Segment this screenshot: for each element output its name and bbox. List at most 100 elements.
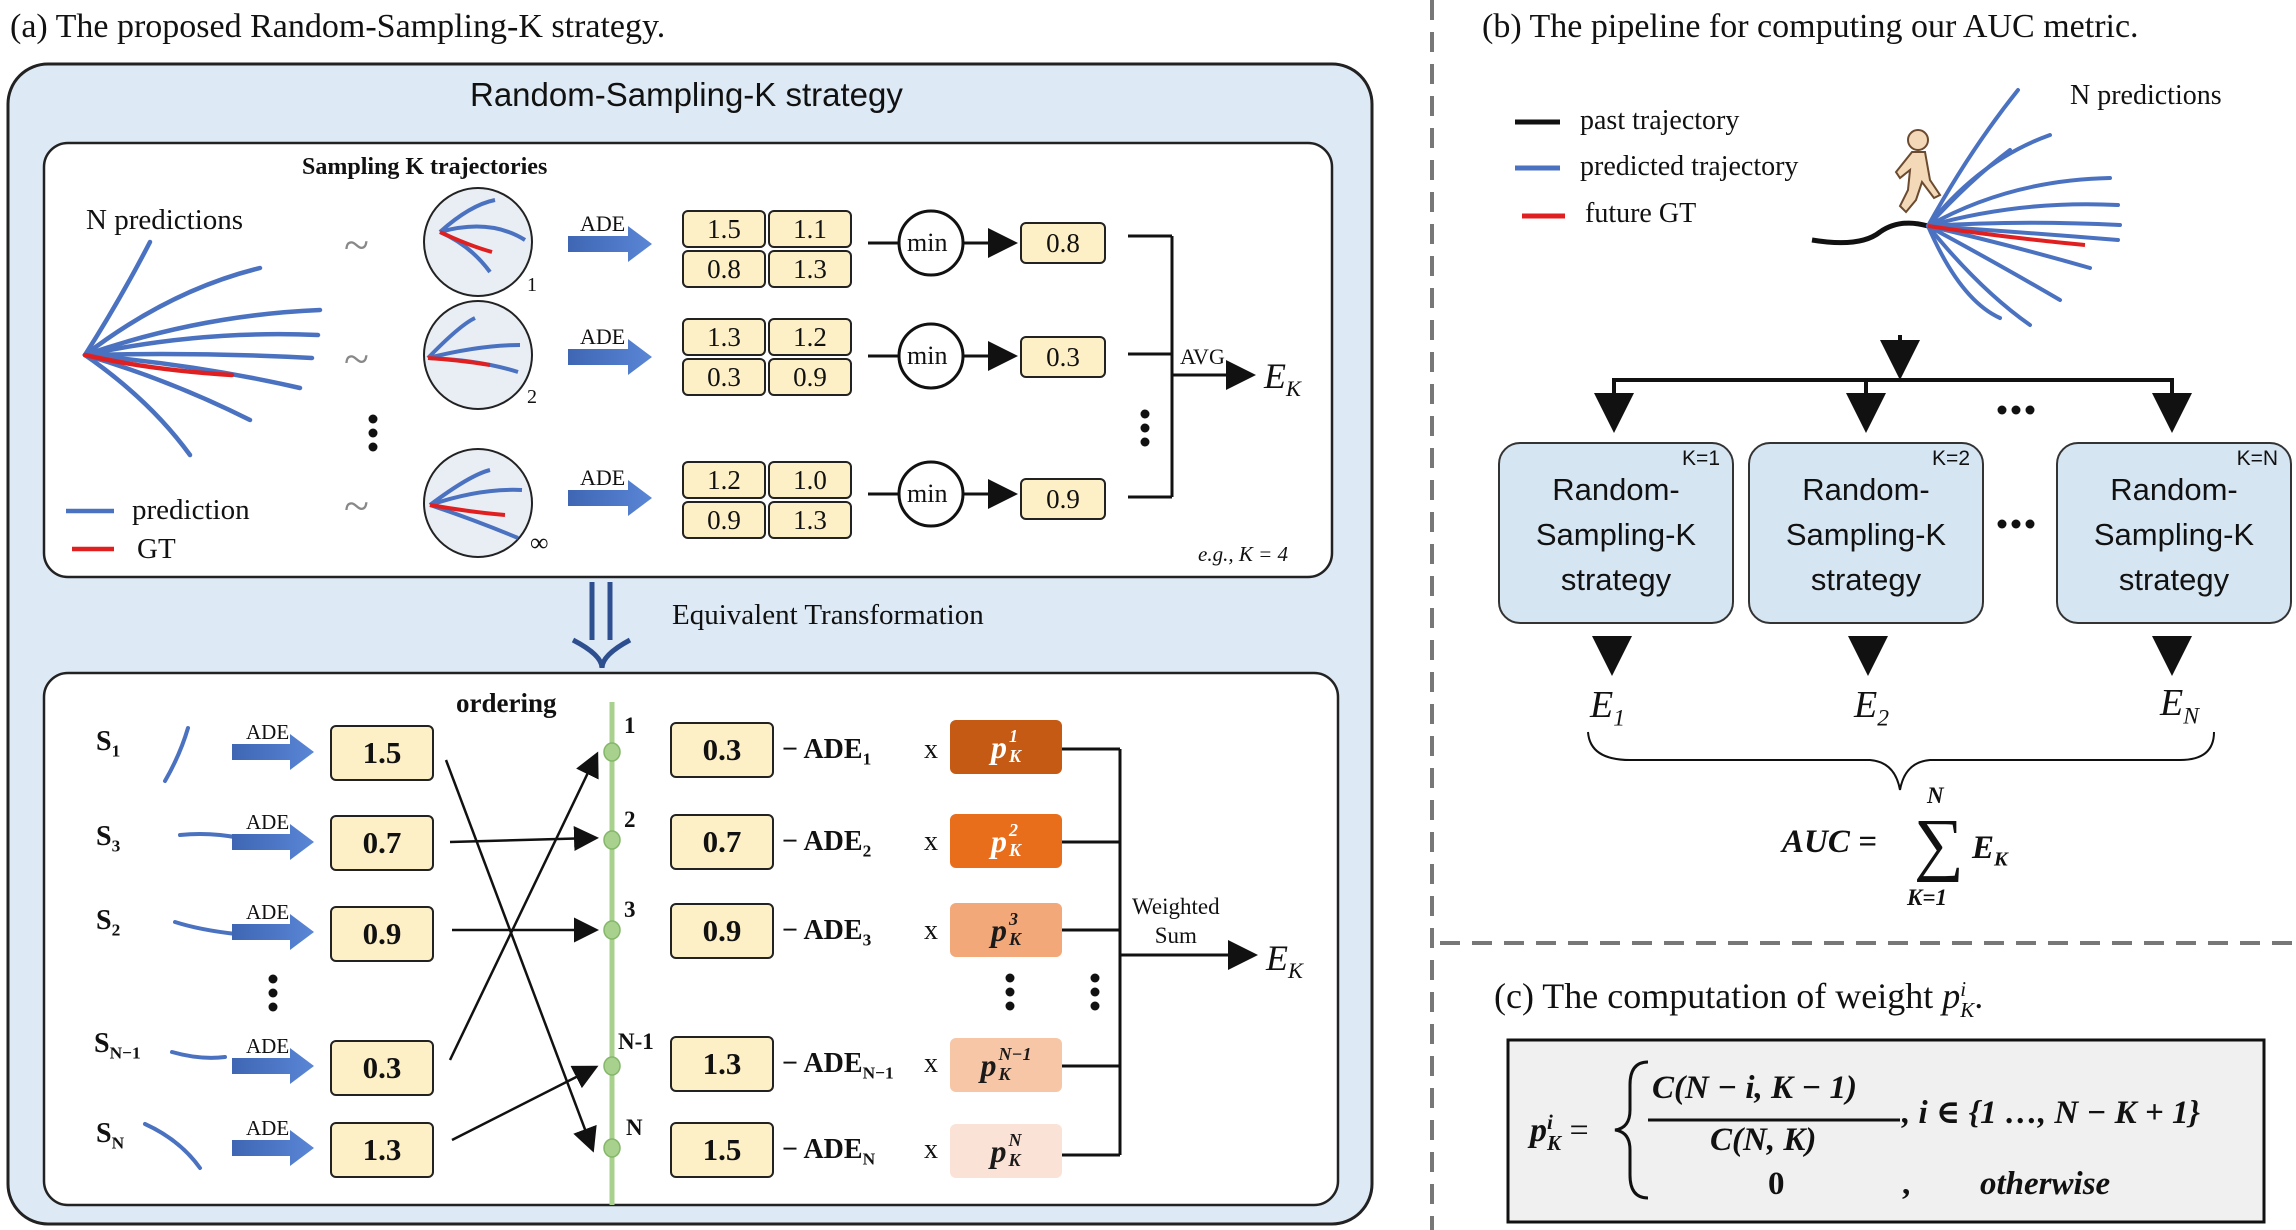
rsk-box-2: K=2 Random- Sampling-K strategy	[1748, 442, 1984, 624]
min-value-box-1: 0.8	[1020, 222, 1106, 264]
ellipsis-dots-bottom	[268, 973, 1100, 1012]
ade-arrows-bottom	[232, 734, 314, 1166]
ade-rank-label-n: − ADEN	[782, 1134, 876, 1169]
order-index: N	[626, 1115, 643, 1140]
ellipsis-dots-top	[368, 409, 1150, 452]
order-index: N-1	[618, 1029, 654, 1054]
tilde-2: ~	[344, 333, 369, 384]
grid-cell: 1.5	[682, 210, 766, 248]
avg-label: AVG	[1180, 344, 1225, 369]
ade-rank-label-2: − ADE2	[782, 826, 872, 861]
e-n: EN	[2160, 682, 2199, 730]
grid-cell: 1.3	[768, 501, 852, 539]
ade-label-b5: ADE	[246, 1116, 290, 1140]
tilde-3: ~	[344, 480, 369, 531]
caption-a: (a) The proposed Random-Sampling-K strat…	[10, 8, 666, 45]
ellipsis-dots-b	[1997, 405, 2035, 529]
formula-denominator: C(N, K)	[1710, 1122, 1817, 1158]
formula-zero: 0	[1768, 1166, 1785, 1202]
legend-past-label: past trajectory	[1580, 105, 1740, 136]
circle-index-2: 2	[527, 386, 537, 408]
grid-cell: 0.8	[682, 250, 766, 288]
sorted-value-box: 0.3	[670, 722, 774, 778]
ade-label-top-3: ADE	[580, 465, 626, 490]
grid-cell: 1.2	[682, 461, 766, 499]
ade-label-top-1: ADE	[580, 211, 626, 236]
sample-label-1: S1	[96, 726, 121, 761]
min-label-3: min	[907, 479, 948, 508]
sample-circle-2	[423, 300, 533, 410]
formula-otherwise: otherwise	[1980, 1166, 2111, 1202]
sum-symbol: ∑	[1914, 806, 1964, 883]
legend-predicted-label: predicted trajectory	[1580, 151, 1799, 182]
grid-cell: 1.3	[682, 318, 766, 356]
sample-circle-1	[423, 187, 533, 297]
grid-cell: 0.9	[768, 358, 852, 396]
cases-brace	[1614, 1060, 1649, 1200]
min-circle-3	[897, 460, 965, 528]
circle-index-inf: ∞	[530, 528, 549, 557]
sum-lower: K=1	[1907, 885, 1947, 910]
formula-numerator: C(N − i, K − 1)	[1652, 1070, 1857, 1106]
min-circle-1	[897, 209, 965, 277]
grid-cell: 1.3	[768, 250, 852, 288]
ordering-label: ordering	[456, 688, 557, 718]
formula-condition: , i ∈ {1 …, N − K + 1}	[1902, 1095, 2200, 1131]
outer-box-title: Random-Sampling-K strategy	[470, 76, 903, 113]
transform-label: Equivalent Transformation	[672, 599, 984, 631]
ade-rank-label-n-1: − ADEN−1	[782, 1048, 894, 1083]
e-2: E2	[1854, 684, 1889, 732]
transform-arrow	[571, 582, 632, 669]
legend-gt-label: GT	[137, 533, 176, 565]
sample-label-n-1: SN−1	[94, 1028, 141, 1063]
grid-cell: 0.9	[682, 501, 766, 539]
circle-index-1: 1	[527, 274, 537, 296]
sample-label-3: S3	[96, 821, 121, 856]
times-sign: x	[924, 826, 938, 857]
ade-label-b2: ADE	[246, 810, 290, 834]
ade-value-box: 0.7	[330, 815, 434, 871]
order-index: 2	[624, 807, 636, 832]
ade-label-top-2: ADE	[580, 324, 626, 349]
ordering-nodes	[603, 742, 621, 1158]
sample-label-n: SN	[96, 1118, 125, 1153]
future-gt-line	[1927, 224, 2086, 247]
times-sign: x	[924, 1048, 938, 1079]
ade-arrows-top	[568, 226, 652, 516]
rsk-box-n: K=N Random- Sampling-K strategy	[2056, 442, 2292, 624]
ade-value-box: 0.9	[330, 906, 434, 962]
min-label-2: min	[907, 341, 948, 370]
past-trajectory	[1811, 220, 1929, 246]
rsk-box-1: K=1 Random- Sampling-K strategy	[1498, 442, 1734, 624]
caption-b: (b) The pipeline for computing our AUC m…	[1482, 8, 2139, 45]
auc-lhs: AUC =	[1782, 824, 1877, 860]
legend-prediction-label: prediction	[132, 494, 250, 526]
times-sign: x	[924, 1134, 938, 1165]
grid-cell: 1.2	[768, 318, 852, 356]
pedestrian-icon	[1894, 129, 1942, 214]
sorted-value-box: 0.7	[670, 814, 774, 870]
order-index: 1	[624, 713, 636, 738]
ade-label-b3: ADE	[246, 900, 290, 924]
sample-circle-inf	[423, 448, 533, 558]
ade-rank-label-1: − ADE1	[782, 734, 872, 769]
min-value-box-3: 0.9	[1020, 478, 1106, 520]
ade-value-box: 1.5	[330, 725, 434, 781]
sample-label-2: S2	[96, 905, 121, 940]
order-index: 3	[624, 897, 636, 922]
ade-rank-label-3: − ADE3	[782, 915, 872, 950]
ade-value-box: 1.3	[330, 1122, 434, 1178]
ade-label-b4: ADE	[246, 1034, 290, 1058]
sorted-value-box: 1.3	[670, 1036, 774, 1092]
sorted-value-box: 0.9	[670, 903, 774, 959]
n-predictions-label: N predictions	[86, 204, 244, 236]
grid-cell: 1.1	[768, 210, 852, 248]
weighted-sum-label: Weighted Sum	[1132, 894, 1220, 948]
ek-top: EK	[1264, 356, 1301, 402]
